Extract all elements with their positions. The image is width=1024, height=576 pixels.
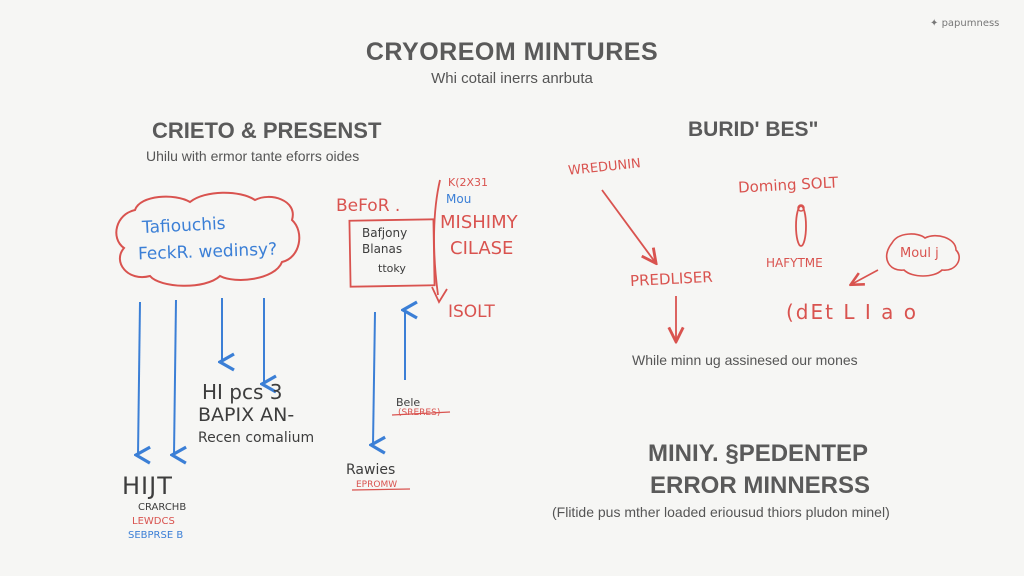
page-subtitle: Whi cotail inerrs anrbuta [431, 70, 593, 87]
center-box-line-3: ttoky [378, 262, 406, 275]
right-bottom-title-1: MINIY. §PEDENTEP [648, 440, 869, 467]
detl-label: (dEt L I a o [786, 300, 918, 324]
right-bottom-title-2: ERROR MINNERSS [650, 472, 871, 499]
logo: ✦ papumness [930, 18, 999, 29]
sparkle-icon: ✦ [930, 18, 939, 29]
blue-arrow-2 [174, 299, 176, 455]
red-loop-dot [797, 204, 805, 212]
red-arrow-moul [852, 269, 879, 284]
center-small-mid-1: Bele [396, 396, 421, 409]
corner-note-1: K(2X31 [448, 176, 489, 189]
before-label: BeFoR . [336, 196, 401, 216]
right-bottom-subtitle: (Flitide pus mther loaded eriousud thior… [552, 504, 890, 520]
center-right-word-1: MISHIMY [440, 212, 518, 233]
red-loop [795, 205, 807, 247]
red-arrow-center-head [431, 286, 448, 304]
hafytime-label: HAFYTME [766, 256, 823, 270]
center-box-line-1: Bafjony [362, 226, 408, 240]
solt-label: ISOLT [448, 302, 495, 322]
left-subtitle: Uhilu with ermor tante eforrs oides [146, 148, 360, 164]
left-bottom-small-1: CRARCHB [138, 502, 187, 513]
red-arrow-center [433, 179, 441, 296]
left-bottom-big: HIJT [122, 472, 173, 500]
center-bottom-underline [351, 488, 411, 491]
right-title: BURID' BES" [688, 118, 819, 141]
center-small-mid-2: (SRERES) [398, 408, 441, 418]
logo-text: papumness [941, 18, 1000, 29]
red-arrow-warning [601, 189, 655, 262]
thought-cloud [115, 191, 301, 287]
page-title: CRYOREOM MINTURES [365, 38, 659, 66]
moul-label: Moul j [900, 246, 939, 261]
left-bottom-small-2: LEWDCS [132, 516, 175, 527]
left-mid-label-2: BAPIX AN- [198, 404, 295, 426]
center-right-word-2: CILASE [450, 238, 514, 259]
right-caption: While minn ug assinesed our mones [632, 352, 858, 368]
moul-cloud [886, 233, 960, 277]
blue-arrow-center-down [373, 311, 375, 445]
center-mid-underline [391, 411, 451, 416]
center-bottom-1: Rawies [346, 462, 396, 478]
left-mid-label-1: HI pcs 3 [202, 380, 283, 404]
left-bottom-small-3: SEBPRSE B [128, 530, 184, 541]
blue-arrow-1 [138, 301, 140, 455]
left-mid-label-3: Recen comalium [198, 430, 315, 446]
corner-note-2: Mou [446, 192, 472, 206]
center-bottom-2: EPROMW [356, 480, 398, 490]
left-title: CRIETO & PRESENST [152, 118, 382, 143]
center-box-line-2: Blanas [362, 242, 403, 256]
